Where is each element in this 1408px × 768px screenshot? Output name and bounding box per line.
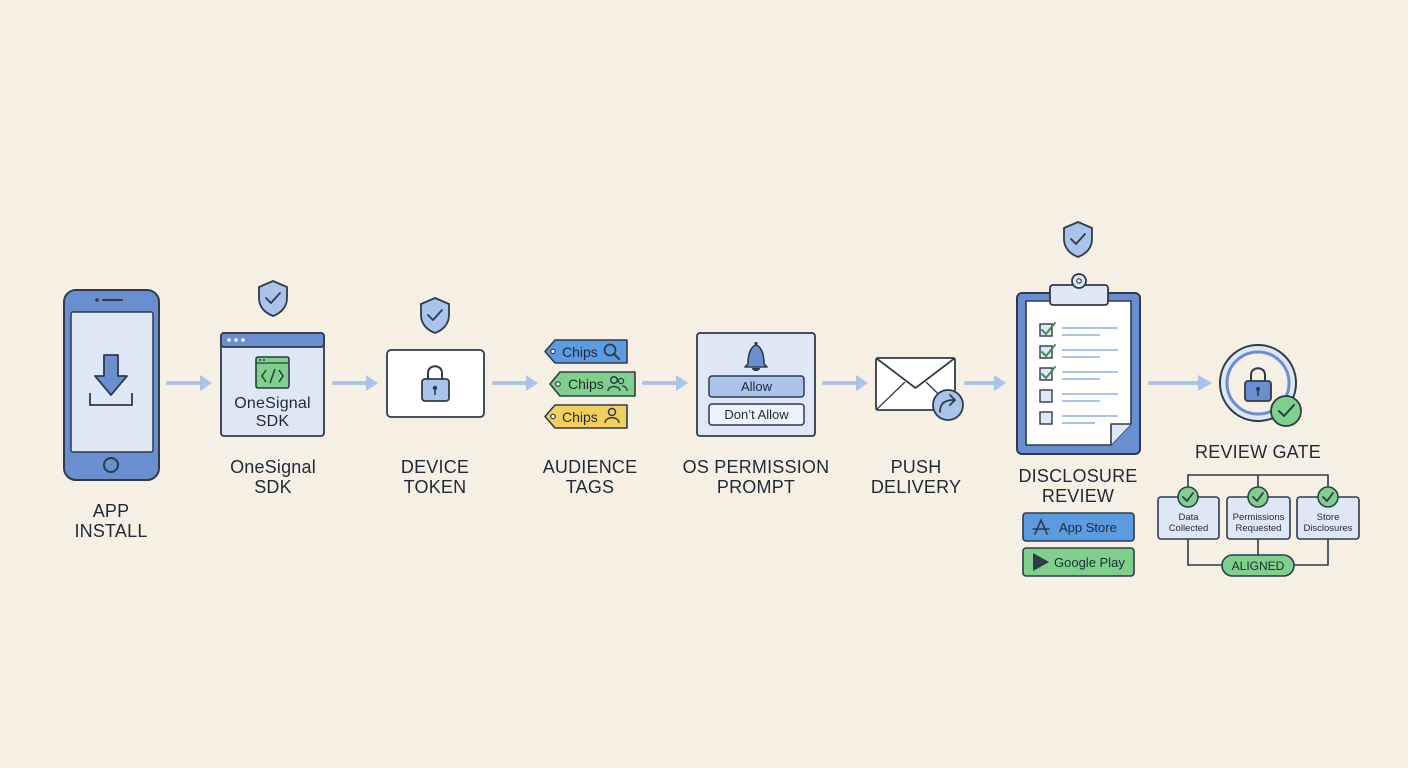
gate-item-permissions-requested: Permissions Requested: [1232, 512, 1285, 534]
gate-lock-badge: [1219, 344, 1302, 427]
google-play-badge[interactable]: Google Play: [1054, 555, 1125, 570]
token-shield-icon: [420, 297, 450, 334]
arrow-head: [200, 375, 212, 391]
chip-shapes: [544, 339, 636, 429]
arrow-head: [994, 375, 1006, 391]
step-label-os-permission: OS PERMISSION PROMPT: [682, 457, 830, 497]
check-circle-icon: [1317, 486, 1339, 508]
step-label-sdk: OneSignal SDK: [230, 457, 316, 497]
arrow-head: [1198, 375, 1212, 391]
arrow-head: [366, 375, 378, 391]
dont-allow-button[interactable]: Don’t Allow: [724, 407, 789, 422]
checklist: [1039, 322, 1118, 425]
sdk-window: [220, 332, 325, 437]
check-circle-icon: [1270, 395, 1302, 427]
chip-label-2: Chips: [568, 376, 604, 392]
check-circle-icon: [1177, 486, 1199, 508]
app-store-badge[interactable]: App Store: [1059, 520, 1117, 535]
step-label-app-install: APP INSTALL: [74, 501, 148, 541]
bell-icon: [744, 341, 768, 371]
chip-label-1: Chips: [562, 344, 598, 360]
aligned-pill-shape: [1221, 554, 1295, 577]
allow-button[interactable]: Allow: [740, 379, 773, 394]
lock-icon: [1244, 367, 1272, 402]
chip-user: [544, 404, 628, 429]
lock-icon: [421, 365, 450, 402]
permission-dialog: [696, 332, 816, 437]
chip-label-3: Chips: [562, 409, 598, 425]
arrow-head: [526, 375, 538, 391]
step-label-disclosure-review: DISCLOSURE REVIEW: [1018, 466, 1138, 506]
sdk-box-label: OneSignal SDK: [234, 395, 311, 430]
disclosure-shield-icon: [1063, 221, 1093, 258]
app-store-badge-shape: [1022, 512, 1135, 542]
gate-item-data-collected: Data Collected: [1168, 512, 1209, 534]
check-circle-icon: [1247, 486, 1269, 508]
step-label-review-gate: REVIEW GATE: [1195, 442, 1321, 462]
allow-button-shape: [708, 375, 805, 398]
aligned-status: ALIGNED: [1231, 559, 1285, 573]
gate-item-store-disclosures: Store Disclosures: [1303, 512, 1353, 534]
phone-icon: [63, 289, 160, 481]
arrow-head: [856, 375, 868, 391]
google-play-badge-shape: [1022, 547, 1135, 577]
download-icon: [89, 354, 133, 406]
google-play-icon: [1033, 553, 1049, 571]
code-icon: [255, 356, 290, 389]
store-badges: [1022, 512, 1135, 577]
chip-users: [549, 371, 636, 397]
users-icon: [607, 375, 628, 392]
gate-tree: [1157, 474, 1360, 577]
search-icon: [603, 343, 620, 360]
step-label-device-token: DEVICE TOKEN: [400, 457, 470, 497]
share-icon: [932, 389, 964, 421]
arrow-head: [676, 375, 688, 391]
clipboard-icon: [1016, 273, 1141, 455]
flow-arrows: [166, 375, 1212, 391]
step-label-audience-tags: AUDIENCE TAGS: [542, 457, 638, 497]
sdk-shield-icon: [258, 280, 288, 317]
token-card: [386, 349, 485, 418]
step-label-push-delivery: PUSH DELIVERY: [870, 457, 962, 497]
app-store-icon: [1032, 517, 1050, 535]
user-icon: [604, 407, 620, 424]
dont-allow-button-shape: [708, 403, 805, 426]
